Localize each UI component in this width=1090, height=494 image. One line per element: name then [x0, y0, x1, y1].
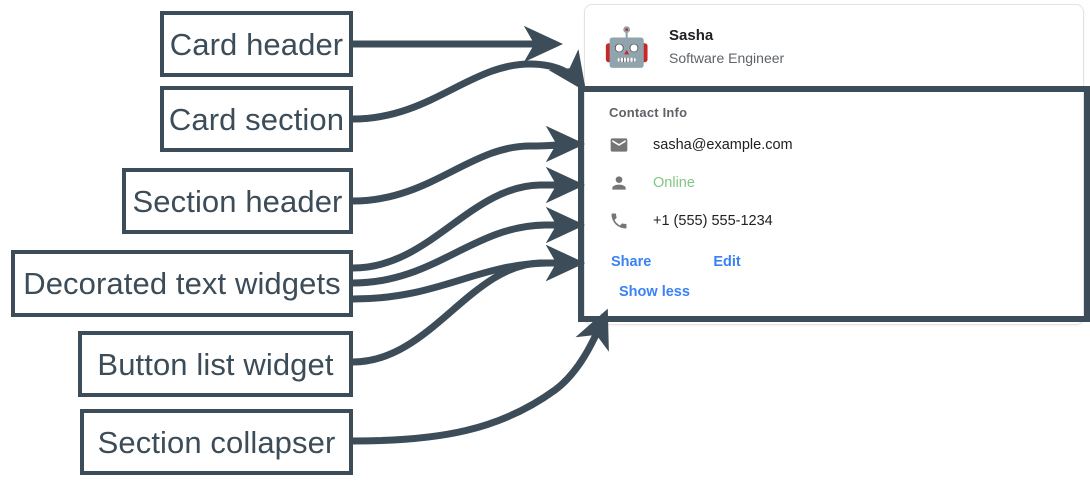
- decorated-text-widget-phone: +1 (555) 555-1234: [585, 202, 1083, 240]
- button-list-widget: Share Edit: [585, 240, 1083, 276]
- arrow-section-collapser: [352, 308, 609, 445]
- decorated-text-status-value: Online: [653, 174, 695, 191]
- section-header: Contact Info: [609, 105, 688, 120]
- callout-card-header: Card header: [160, 11, 353, 77]
- profile-card: 🤖 Sasha Software Engineer Contact Info s…: [584, 4, 1084, 325]
- card-header: 🤖 Sasha Software Engineer: [585, 5, 1083, 89]
- section-collapser: Show less: [585, 276, 1083, 304]
- callout-decorated-text-widgets: Decorated text widgets: [11, 250, 353, 317]
- decorated-text-widget-email: sasha@example.com: [585, 126, 1083, 164]
- card-header-subtitle: Software Engineer: [669, 50, 785, 67]
- decorated-text-email-value: sasha@example.com: [653, 136, 793, 153]
- card-header-text: Sasha Software Engineer: [669, 25, 784, 70]
- callout-section-collapser: Section collapser: [80, 409, 353, 475]
- robot-icon: 🤖: [603, 25, 651, 69]
- card-section: Contact Info sasha@example.com Online: [585, 89, 1083, 324]
- email-icon: [609, 135, 629, 155]
- arrow-decorated-text-3: [352, 244, 586, 303]
- arrow-decorated-text-2: [352, 206, 586, 287]
- callout-button-list-widget: Button list widget: [78, 331, 353, 397]
- edit-button[interactable]: Edit: [705, 250, 748, 274]
- card-header-title: Sasha: [669, 26, 714, 44]
- arrow-decorated-text-1: [352, 166, 586, 272]
- phone-icon: [609, 211, 629, 231]
- callout-section-header: Section header: [122, 168, 353, 234]
- decorated-text-phone-value: +1 (555) 555-1234: [653, 212, 773, 229]
- callout-card-section: Card section: [160, 86, 353, 152]
- decorated-text-widget-status: Online: [585, 164, 1083, 202]
- show-less-button[interactable]: Show less: [611, 280, 698, 304]
- person-icon: [609, 173, 629, 193]
- arrow-button-list: [352, 244, 586, 366]
- arrow-card-section: [352, 49, 587, 123]
- share-button[interactable]: Share: [603, 250, 659, 274]
- arrow-section-header: [352, 125, 586, 205]
